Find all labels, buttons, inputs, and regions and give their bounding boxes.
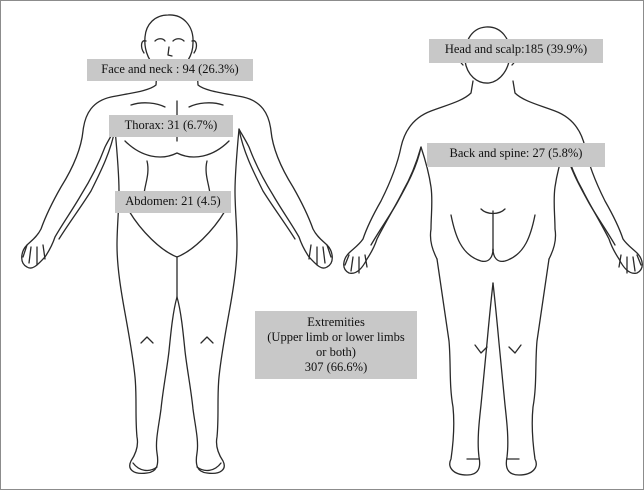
extremities-detail-2: or both)	[259, 345, 413, 360]
back-body-outline	[344, 27, 643, 475]
extremities-title: Extremities	[259, 315, 413, 330]
abdomen-label: Abdomen: 21 (4.5)	[115, 191, 231, 213]
extremities-label: Extremities (Upper limb or lower limbs o…	[255, 311, 417, 379]
head-scalp-label: Head and scalp:185 (39.9%)	[429, 39, 603, 63]
extremities-detail-1: (Upper limb or lower limbs	[259, 330, 413, 345]
face-neck-label: Face and neck : 94 (26.3%)	[87, 59, 253, 81]
thorax-label: Thorax: 31 (6.7%)	[109, 115, 233, 137]
back-spine-label: Back and spine: 27 (5.8%)	[427, 143, 605, 167]
extremities-count: 307 (66.6%)	[259, 360, 413, 375]
front-body-outline	[22, 15, 333, 473]
back-torso-arms	[344, 81, 473, 273]
